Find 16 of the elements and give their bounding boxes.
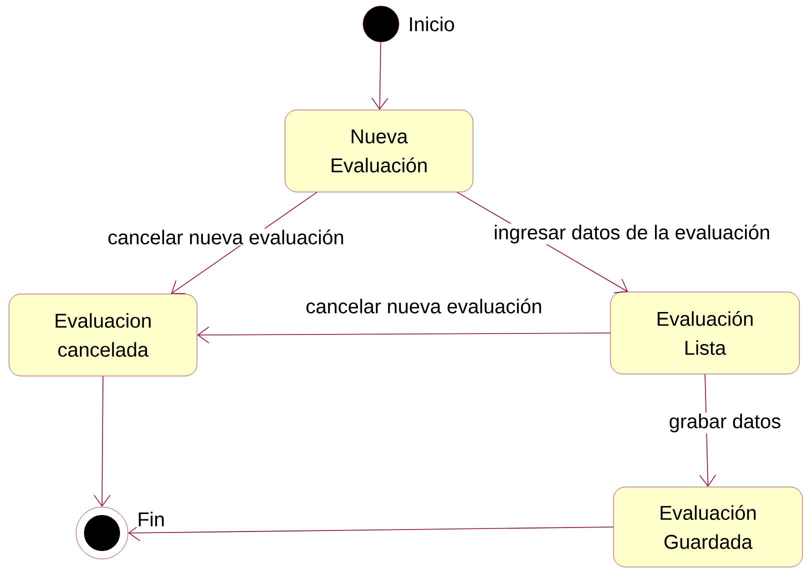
state-label: Inicio [407, 16, 456, 32]
state-label: Fin [136, 510, 166, 528]
edge-label: ingresar datos de la evaluación [492, 224, 772, 244]
final-state [76, 506, 128, 560]
state-box: Evaluacion cancelada [8, 294, 198, 376]
edge-label: cancelar nueva evaluación [106, 228, 346, 246]
arrow [94, 376, 110, 507]
state-box: Evaluación Guardada [613, 486, 803, 568]
arrow [128, 524, 614, 542]
arrow [197, 326, 611, 344]
arrow [371, 42, 388, 110]
initial-state [362, 6, 400, 42]
state-box: Nueva Evaluación [284, 110, 474, 192]
edge-label: grabar datos [668, 412, 782, 434]
edge-label: cancelar nueva evaluación [304, 298, 544, 314]
state-box: Evaluación Lista [610, 292, 800, 374]
